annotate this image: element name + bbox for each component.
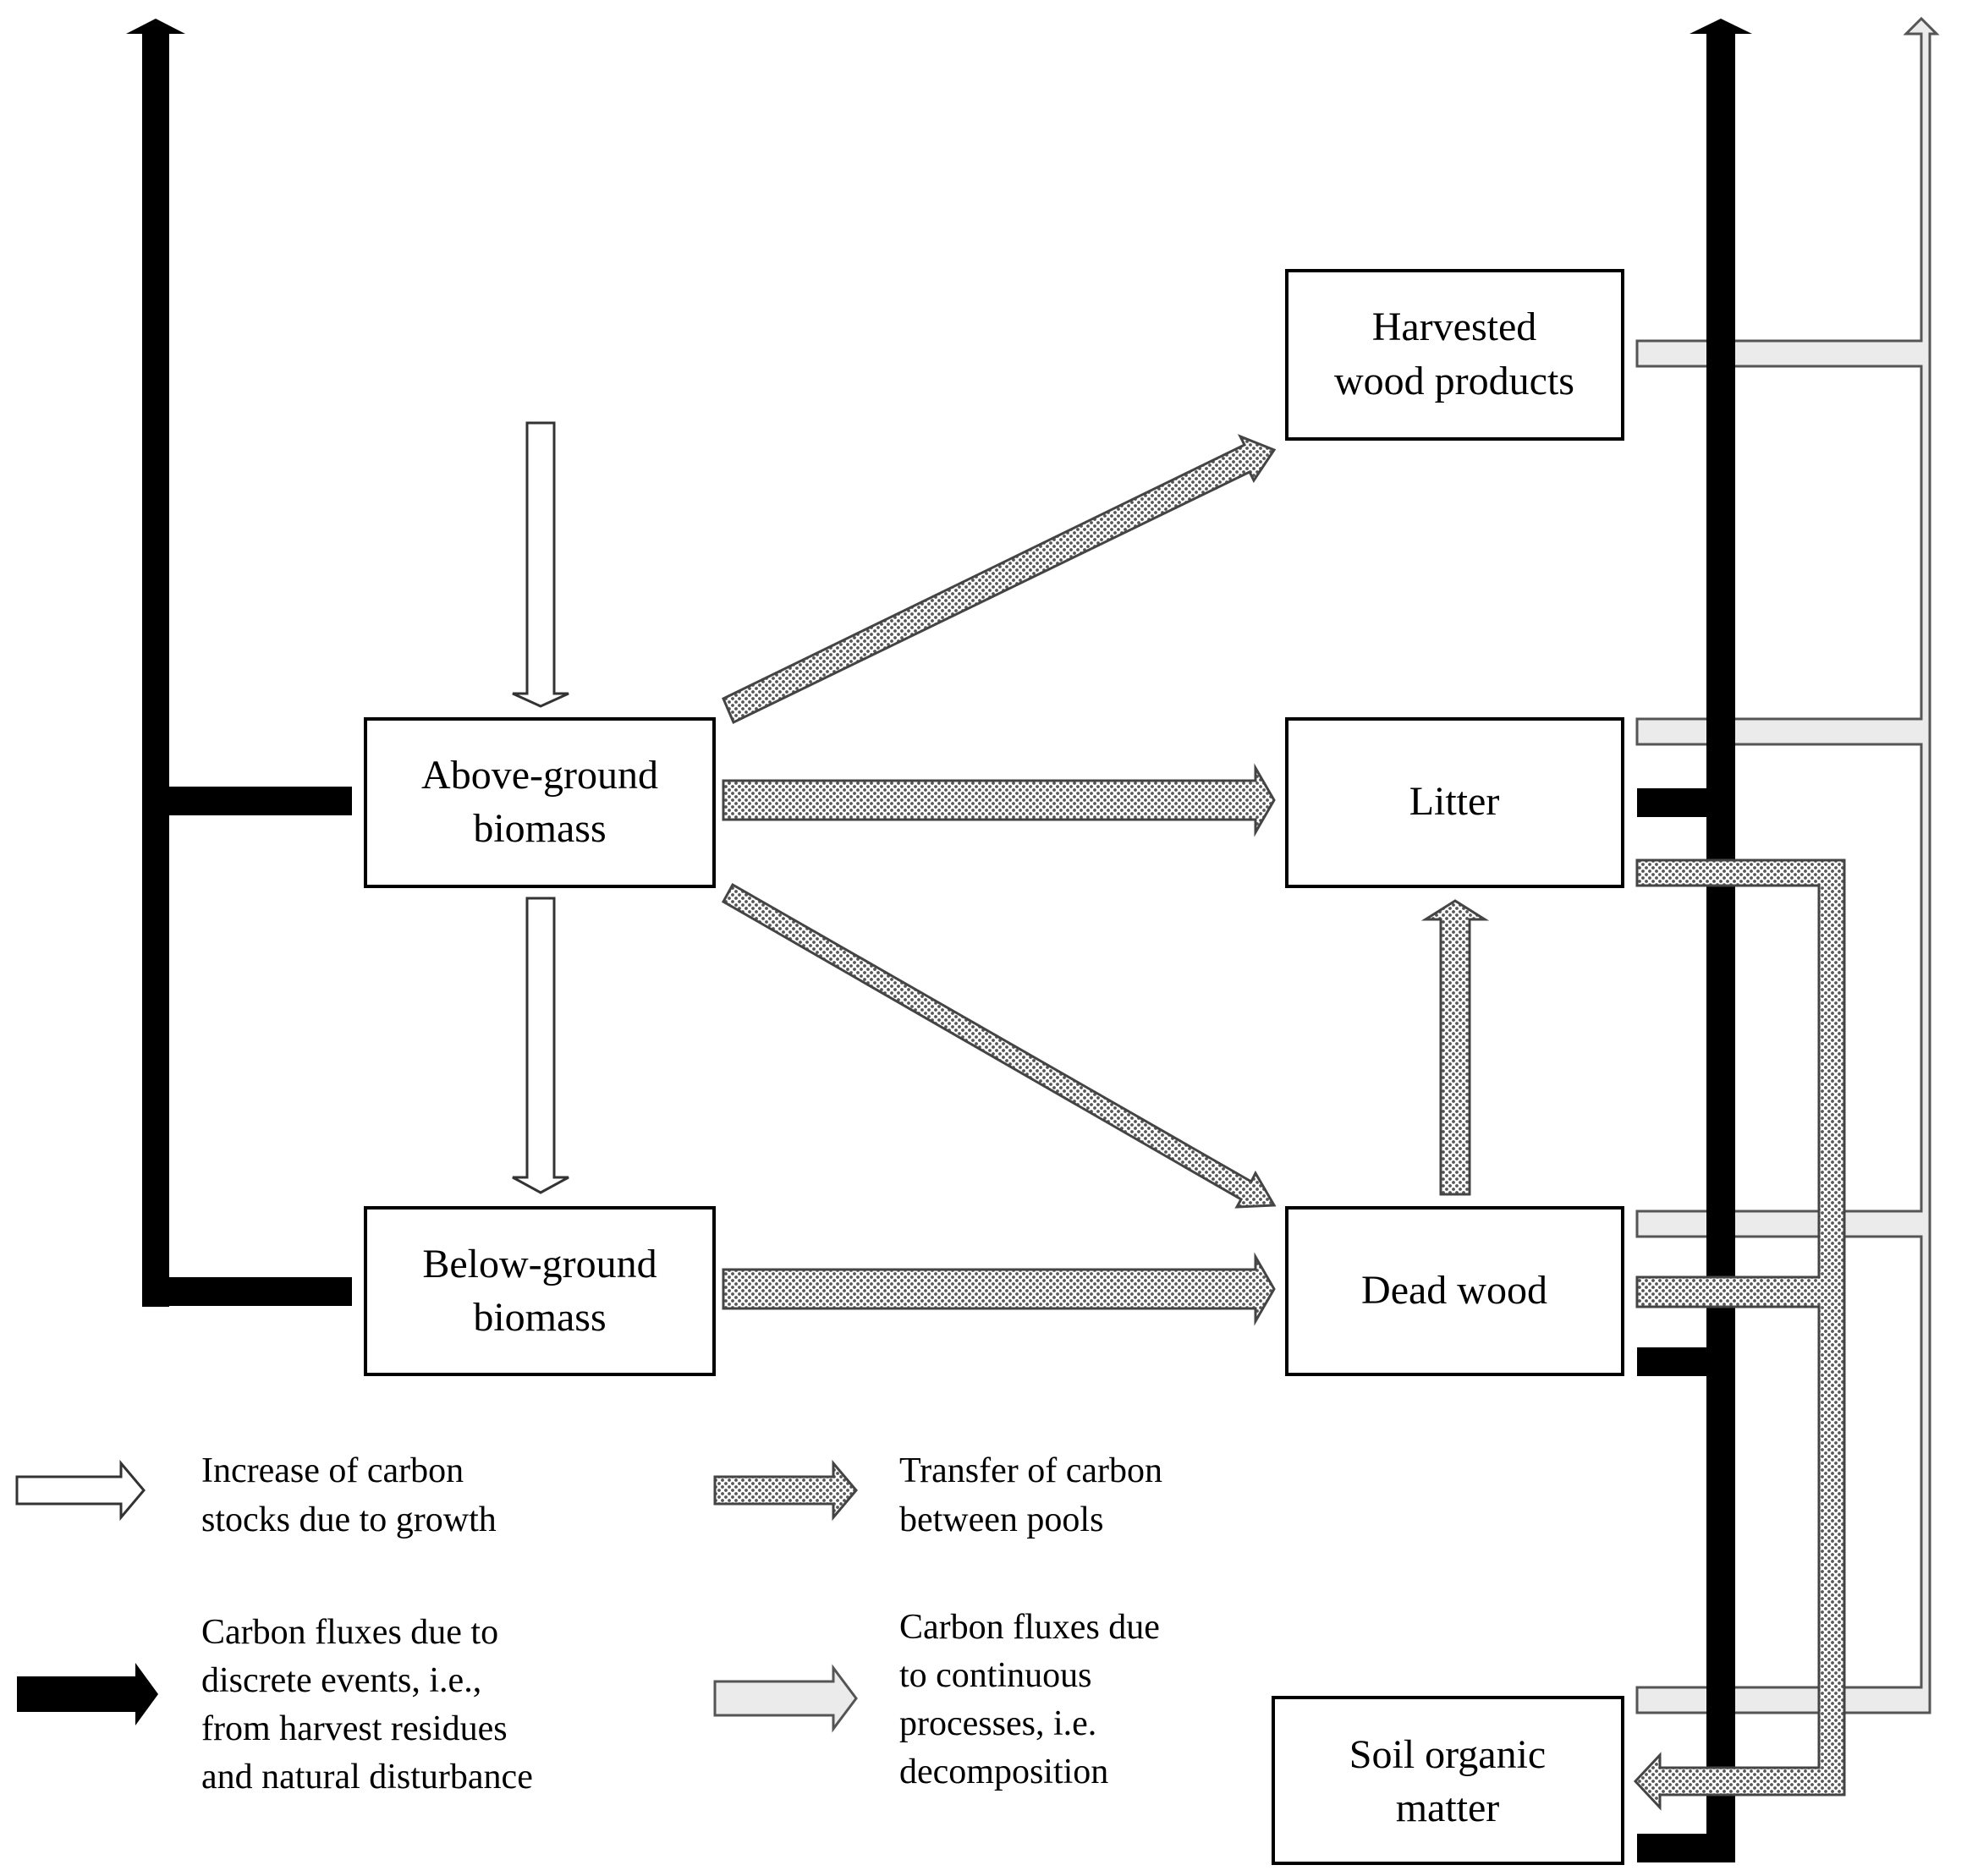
below-ground-label-line1: Below-ground: [422, 1242, 657, 1286]
legend-growth-arrow: [15, 1459, 146, 1522]
legend-growth: Increase of carbon stocks due to growth: [15, 1451, 497, 1539]
legend-transfer-arrow: [713, 1459, 858, 1522]
above-ground-label-line2: biomass: [473, 806, 606, 851]
left-discrete-arrowhead: [126, 19, 185, 34]
below-ground-discrete-branch: [169, 1277, 352, 1306]
dead-wood-label: Dead wood: [1361, 1268, 1547, 1313]
below-ground-box: [364, 1206, 716, 1376]
legend-discrete: Carbon fluxes due to discrete events, i.…: [17, 1613, 533, 1796]
dead-wood-box: [1285, 1206, 1624, 1376]
above-ground-label-line1: Above-ground: [421, 753, 658, 798]
transfer-above-ground-to-harvested: [722, 434, 1277, 725]
discrete-flux-left: [126, 19, 352, 1307]
legend-growth-line2: stocks due to growth: [201, 1500, 497, 1539]
harvested-box: [1285, 269, 1624, 441]
legend-transfer-line2: between pools: [899, 1500, 1103, 1539]
pool-dead-wood: Dead wood: [1285, 1206, 1624, 1376]
continuous-flux-right: [1635, 16, 1940, 1714]
transfer-above-ground-to-litter: [722, 763, 1276, 837]
legend-discrete-line4: and natural disturbance: [201, 1758, 533, 1796]
transfer-to-soil: [1633, 858, 1846, 1811]
legend-discrete-line3: from harvest residues: [201, 1709, 508, 1748]
legend-discrete-line1: Carbon fluxes due to: [201, 1613, 498, 1652]
legend-continuous-line3: processes, i.e.: [899, 1704, 1096, 1743]
legend-transfer-line1: Transfer of carbon: [899, 1451, 1162, 1490]
pool-above-ground: Above-ground biomass: [364, 717, 716, 888]
litter-discrete-branch: [1637, 788, 1706, 817]
pool-harvested: Harvested wood products: [1285, 269, 1624, 441]
legend-continuous-line1: Carbon fluxes due: [899, 1608, 1160, 1647]
harvested-label-line1: Harvested: [1372, 304, 1537, 349]
below-ground-label-line2: biomass: [473, 1295, 606, 1340]
right-discrete-vertical-bar: [1706, 34, 1735, 1862]
legend-discrete-line2: discrete events, i.e.,: [201, 1661, 481, 1700]
legend-continuous-line4: decomposition: [899, 1753, 1108, 1791]
litter-label: Litter: [1409, 779, 1500, 824]
soil-label-line2: matter: [1396, 1785, 1500, 1830]
legend-continuous: Carbon fluxes due to continuous processe…: [713, 1608, 1160, 1791]
soil-label-line1: Soil organic: [1349, 1732, 1546, 1777]
transfer-dead-wood-to-litter: [1420, 899, 1490, 1196]
legend: Increase of carbon stocks due to growth …: [15, 1451, 1162, 1796]
right-discrete-arrowhead: [1690, 19, 1752, 34]
transfer-above-ground-to-dead-wood: [721, 882, 1277, 1209]
litter-box: [1285, 717, 1624, 888]
transfer-below-ground-to-dead-wood: [722, 1252, 1276, 1326]
pool-litter: Litter: [1285, 717, 1624, 888]
above-ground-box: [364, 717, 716, 888]
legend-transfer: Transfer of carbon between pools: [713, 1451, 1162, 1539]
soil-box: [1272, 1696, 1624, 1865]
pool-below-ground: Below-ground biomass: [364, 1206, 716, 1376]
transfer-arrows: [721, 434, 1490, 1326]
continuous-flux-path: [1635, 16, 1940, 1714]
growth-arrow-to-above-ground: [512, 421, 569, 708]
above-ground-discrete-branch: [169, 787, 352, 815]
legend-discrete-arrow: [17, 1663, 158, 1725]
harvested-label-line2: wood products: [1334, 359, 1574, 403]
dead-wood-discrete-branch: [1637, 1347, 1706, 1376]
litter-deadwood-to-soil-transfer: [1633, 858, 1846, 1811]
legend-continuous-arrow: [713, 1664, 858, 1733]
pool-soil: Soil organic matter: [1272, 1696, 1624, 1865]
growth-arrow-to-below-ground: [512, 897, 569, 1194]
discrete-flux-right: [1637, 19, 1752, 1862]
legend-continuous-line2: to continuous: [899, 1656, 1092, 1695]
soil-discrete-branch: [1637, 1834, 1706, 1862]
growth-arrows: [512, 421, 569, 1194]
left-discrete-vertical-bar: [142, 34, 169, 1307]
legend-growth-line1: Increase of carbon: [201, 1451, 464, 1490]
